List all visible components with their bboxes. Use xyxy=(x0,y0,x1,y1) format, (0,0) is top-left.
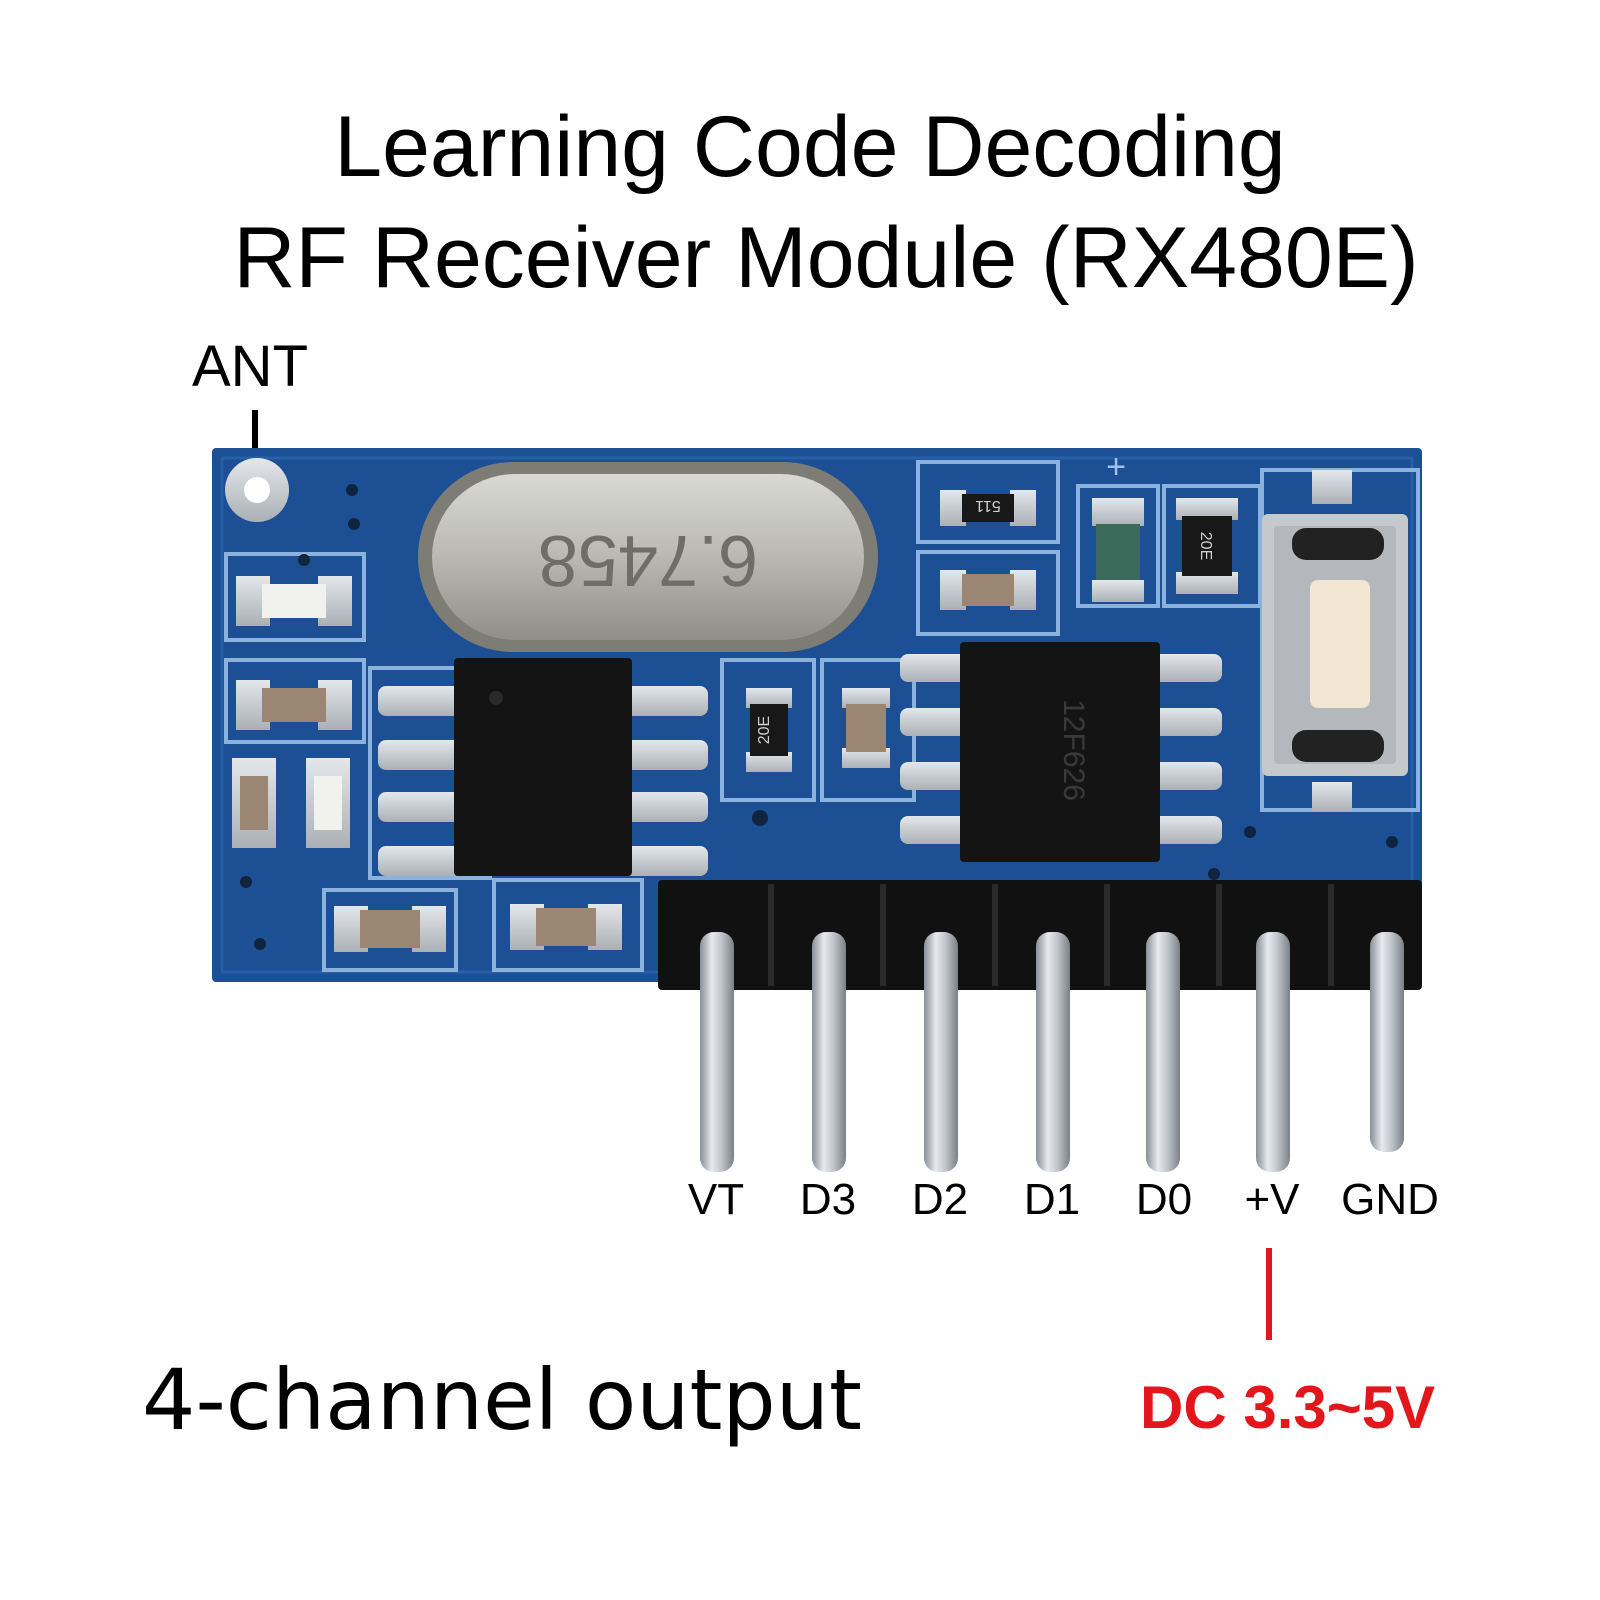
ic-chip-2: 12F626 xyxy=(900,642,1222,862)
smd-resistors-middle: 20E xyxy=(746,688,890,772)
pin-label-d1: D1 xyxy=(1023,1175,1081,1224)
pin-label-power: +V xyxy=(1244,1175,1300,1224)
pin-label-vt: VT xyxy=(687,1175,745,1224)
learn-button xyxy=(1262,470,1408,812)
smd-components-top-right: 511 20E + xyxy=(940,448,1238,610)
pin-label-d3: D3 xyxy=(799,1175,857,1224)
pin-header xyxy=(658,880,1422,1172)
pin-label-d0: D0 xyxy=(1135,1175,1193,1224)
power-pointer-line xyxy=(1266,1248,1272,1340)
plus-marking: + xyxy=(1106,448,1126,486)
pin-label-d2: D2 xyxy=(911,1175,969,1224)
pin-label-gnd: GND xyxy=(1341,1175,1439,1224)
antenna-label: ANT xyxy=(192,334,308,399)
ic-chip-1 xyxy=(378,658,708,876)
resistor-mid-marking: 20E xyxy=(756,716,773,744)
crystal-marking: 6.7458 xyxy=(538,520,758,600)
decoder-ic-marking: 12F626 xyxy=(1057,699,1090,801)
antenna-pad xyxy=(225,458,289,522)
resistor-top-marking: 511 xyxy=(975,497,1001,514)
power-supply-note: DC 3.3~5V xyxy=(1140,1374,1436,1441)
crystal-oscillator: 6.7458 xyxy=(418,462,878,652)
resistor-right-marking: 20E xyxy=(1197,532,1214,560)
via-holes xyxy=(240,484,1398,950)
channel-output-note: 4-channel output xyxy=(142,1351,862,1449)
title-line-1: Learning Code Decoding xyxy=(334,99,1286,195)
smd-capacitors-left xyxy=(232,576,622,952)
title-line-2: RF Receiver Module (RX480E) xyxy=(233,210,1419,306)
